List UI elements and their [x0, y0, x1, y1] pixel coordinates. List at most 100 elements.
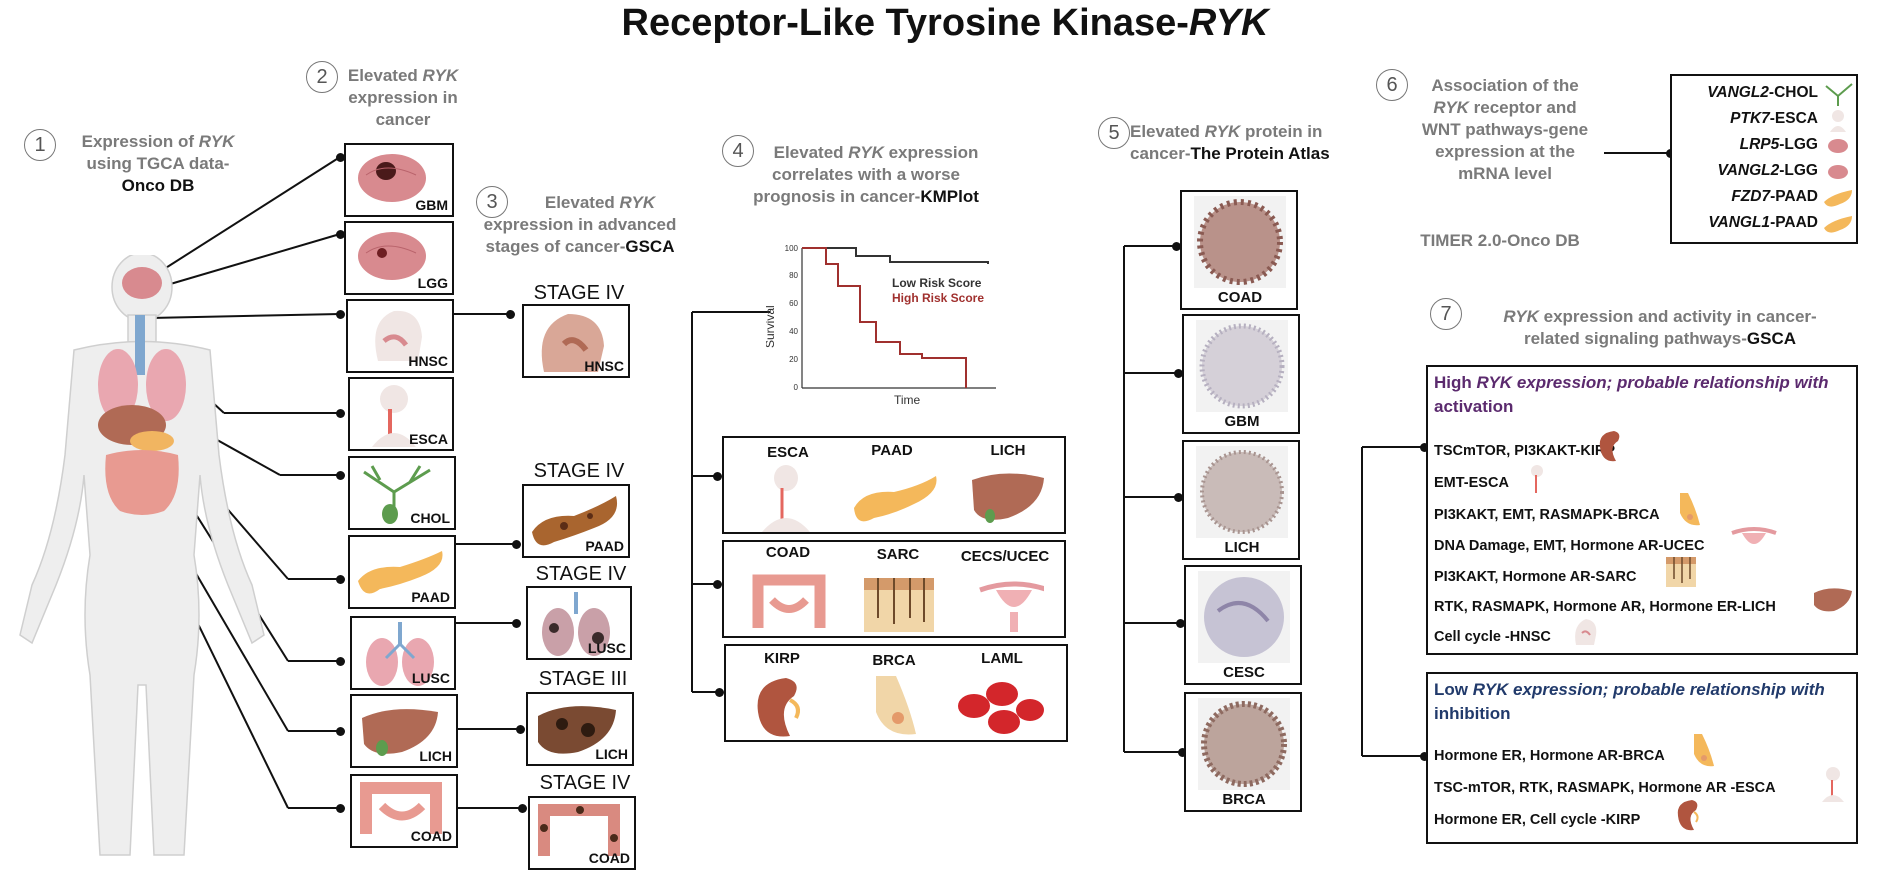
liver-icon — [362, 709, 438, 756]
stage-box-lich: LICH — [526, 692, 634, 766]
colon-icon — [360, 782, 442, 834]
pancreas-icon — [1824, 190, 1852, 207]
connector-dot — [1176, 619, 1185, 628]
section-number-7: 7 — [1430, 298, 1462, 330]
organ-label: ESCA — [409, 431, 448, 447]
stage-organ-label: HNSC — [584, 358, 624, 374]
connector-dot — [336, 471, 345, 480]
organ-label: HNSC — [408, 353, 448, 369]
organ-box-paad: PAAD — [348, 535, 456, 609]
uterus-icon — [979, 581, 1044, 632]
section5-heading: Elevated RYK protein in cancer-The Prote… — [1130, 122, 1330, 163]
stage-box-coad: COAD — [528, 796, 636, 870]
stage-organ-label: LICH — [595, 746, 628, 762]
km-ytick: 80 — [789, 271, 798, 280]
section7-heading: RYK expression and activity in cancer- r… — [1503, 307, 1817, 348]
uterus-icon — [1731, 527, 1777, 544]
connector-dot — [1174, 493, 1183, 502]
connector-dot — [336, 409, 345, 418]
pathway-row: TSCmTOR, PI3KAKT-KIRP — [1434, 443, 1616, 459]
stage-box-hnsc: HNSC — [522, 304, 630, 378]
liver-icon — [972, 473, 1044, 523]
km-ytick: 0 — [794, 383, 799, 392]
pathway-row: TSC-mTOR, RTK, RASMAPK, Hormone AR -ESCA — [1434, 780, 1776, 796]
low-expression-heading: Low RYK expression; probable relationshi… — [1434, 680, 1825, 723]
organ-box-lusc: LUSC — [350, 616, 456, 690]
pathway-row: Hormone ER, Hormone AR-BRCA — [1434, 748, 1665, 764]
grid-label: COAD — [765, 544, 811, 561]
colon-icon — [538, 804, 620, 856]
connector-dot — [516, 725, 525, 734]
organ-box-hnsc: HNSC — [346, 299, 454, 373]
cancer-grid-row-2: COAD SARC CECS/UCEC — [722, 540, 1066, 638]
brain-icon — [1828, 165, 1848, 179]
section6-source: TIMER 2.0-Onco DB — [1420, 231, 1580, 250]
wnt-gene-row: VANGL1-PAAD — [1708, 214, 1818, 231]
section2-heading: Elevated RYK expression in cancer — [347, 66, 459, 129]
connector-dot — [1178, 748, 1187, 757]
pancreas-icon — [532, 496, 618, 546]
km-plot: Survival 100 80 60 40 20 0 Time Low Risk… — [766, 244, 996, 407]
tissue-label: GBM — [1224, 413, 1260, 430]
section1-heading: Expression of RYK using TGCA data- Onco … — [81, 132, 235, 195]
tissue-label: LICH — [1224, 539, 1260, 556]
liver-icon — [538, 706, 616, 754]
brain-icon — [358, 232, 426, 280]
esophagus-icon — [1822, 767, 1844, 802]
organ-label: LICH — [419, 748, 452, 764]
page-title: Receptor-Like Tyrosine Kinase-RYK — [621, 2, 1269, 44]
tissue-box-cesc: CESC — [1184, 565, 1302, 685]
pancreas-icon — [1824, 216, 1852, 233]
tissue-label: CESC — [1223, 664, 1265, 681]
head-neck-icon — [541, 314, 604, 372]
tissue-box-gbm: GBM — [1182, 314, 1300, 434]
km-ytick: 60 — [789, 299, 798, 308]
connector-dot — [518, 804, 527, 813]
connector-dot — [1172, 242, 1181, 251]
section6-heading: Association of the RYK receptor and WNT … — [1421, 76, 1589, 183]
grid-label: CECS/UCEC — [960, 548, 1050, 565]
organ-box-chol: CHOL — [348, 456, 456, 530]
organ-box-esca: ESCA — [348, 377, 454, 451]
pathway-row: PI3KAKT, EMT, RASMAPK-BRCA — [1434, 507, 1660, 523]
organ-box-gbm: GBM — [344, 143, 454, 217]
pathway-row: Hormone ER, Cell cycle -KIRP — [1434, 812, 1641, 828]
brain-icon — [1828, 139, 1848, 153]
km-legend-low: Low Risk Score — [892, 276, 982, 290]
section3-heading: Elevated RYK expression in advanced stag… — [483, 193, 677, 256]
connector-dot — [506, 310, 515, 319]
stage-organ-label: PAAD — [585, 538, 624, 554]
section-number-2: 2 — [306, 61, 338, 93]
km-ytick: 100 — [785, 244, 799, 253]
organ-label: COAD — [410, 828, 452, 844]
pathway-row: EMT-ESCA — [1434, 475, 1509, 491]
grid-label: KIRP — [764, 650, 800, 667]
stage-label: STAGE IV — [533, 282, 625, 304]
stage-label: STAGE IV — [533, 460, 625, 482]
stage-box-paad: PAAD — [522, 484, 630, 558]
organ-box-lich: LICH — [350, 694, 458, 768]
connector-dot — [336, 575, 345, 584]
section-number-4: 4 — [722, 135, 754, 167]
organ-label: CHOL — [410, 510, 450, 526]
connector-dot — [336, 153, 345, 162]
tissue-core-image — [1198, 571, 1290, 663]
low-expression-box: Low RYK expression; probable relationshi… — [1426, 672, 1858, 844]
brain-icon — [358, 154, 426, 202]
grid-label: ESCA — [767, 444, 809, 461]
breast-icon — [876, 676, 916, 735]
tissue-core-image — [1196, 320, 1288, 412]
wnt-gene-row: PTK7-ESCA — [1730, 110, 1818, 127]
pathway-row: Cell cycle -HNSC — [1434, 629, 1551, 645]
lungs-icon — [542, 592, 610, 656]
bile-duct-icon — [1825, 83, 1853, 106]
liver-icon — [1814, 588, 1852, 612]
organ-label: LUSC — [411, 670, 450, 686]
connector-dot — [1174, 369, 1183, 378]
stage-box-lusc: LUSC — [526, 586, 632, 660]
tissue-box-coad: COAD — [1180, 190, 1298, 310]
connector-dot — [1420, 443, 1429, 452]
connector-dot — [713, 580, 722, 589]
bile-duct-icon — [363, 465, 431, 524]
section-number-1: 1 — [24, 129, 56, 161]
